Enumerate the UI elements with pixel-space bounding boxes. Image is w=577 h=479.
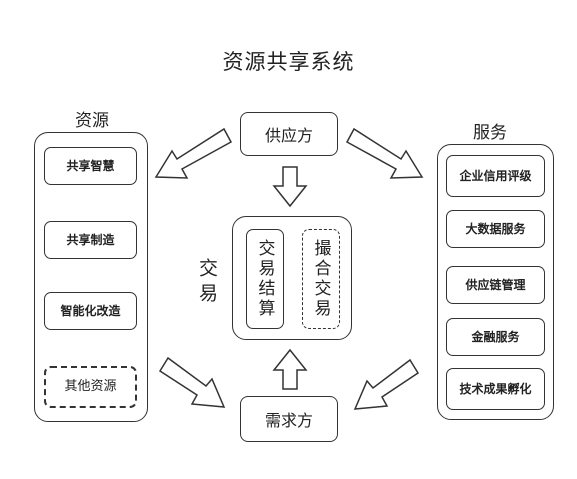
resource-item-intelligent-transformation: 智能化改造 — [44, 292, 137, 330]
resource-item-other: 其他资源 — [44, 366, 137, 408]
settlement-box: 交易结算 — [246, 229, 284, 329]
resources-label: 资源 — [75, 111, 109, 131]
matching-label: 撮合交易 — [310, 239, 331, 319]
arrow-supplier-to-trade — [272, 166, 308, 208]
service-item-big-data: 大数据服务 — [446, 210, 545, 248]
resource-item-shared-wisdom: 共享智慧 — [44, 147, 137, 185]
service-item-tech-incubation: 技术成果孵化 — [446, 368, 545, 410]
matching-box: 撮合交易 — [302, 229, 340, 329]
supplier-box: 供应方 — [240, 112, 338, 156]
services-label: 服务 — [473, 123, 507, 143]
service-item-financial: 金融服务 — [446, 318, 545, 356]
service-item-credit-rating: 企业信用评级 — [446, 155, 545, 197]
arrow-resources-to-demander — [158, 356, 226, 408]
settlement-label: 交易结算 — [254, 239, 275, 319]
resource-item-shared-manufacturing: 共享制造 — [44, 221, 137, 259]
diagram-title: 资源共享系统 — [222, 50, 355, 74]
service-item-supply-chain: 供应链管理 — [446, 266, 545, 304]
trade-label: 交易 — [196, 258, 218, 308]
arrow-supplier-to-resources — [154, 127, 233, 179]
demander-box: 需求方 — [240, 396, 338, 442]
arrow-demander-to-trade — [272, 348, 308, 390]
arrow-supplier-to-services — [345, 127, 424, 179]
arrow-services-to-demander — [353, 358, 420, 410]
